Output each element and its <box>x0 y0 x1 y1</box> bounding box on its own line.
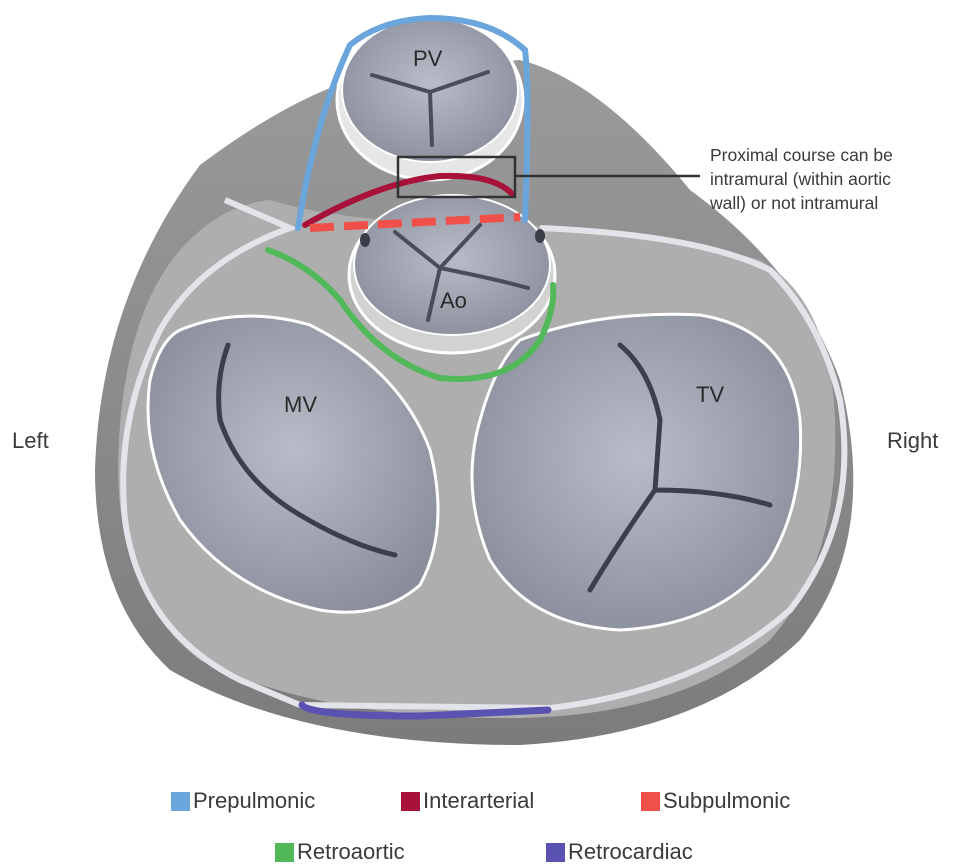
legend-retroaortic-label: Retroaortic <box>297 839 405 865</box>
legend-interarterial-label: Interarterial <box>423 788 534 814</box>
annotation-line-1: Proximal course can be <box>710 143 945 167</box>
legend-prepulmonic-label: Prepulmonic <box>193 788 315 814</box>
intramural-annotation: Proximal course can be intramural (withi… <box>710 143 945 215</box>
legend-prepulmonic: Prepulmonic <box>171 788 315 814</box>
right-side-label: Right <box>887 428 938 454</box>
legend-retroaortic: Retroaortic <box>275 839 405 865</box>
pulmonary-valve <box>337 18 523 180</box>
coronary-ostium-left <box>360 233 370 247</box>
mv-label: MV <box>284 392 317 417</box>
annotation-line-3: wall) or not intramural <box>710 191 945 215</box>
pv-label: PV <box>413 46 443 71</box>
subpulmonic-swatch <box>641 792 660 811</box>
retrocardiac-swatch <box>546 843 565 862</box>
coronary-ostium-right <box>535 229 545 243</box>
tv-label: TV <box>696 382 724 407</box>
legend-subpulmonic: Subpulmonic <box>641 788 790 814</box>
left-side-label: Left <box>12 428 49 454</box>
interarterial-swatch <box>401 792 420 811</box>
annotation-line-2: intramural (within aortic <box>710 167 945 191</box>
ao-label: Ao <box>440 288 467 313</box>
retroaortic-swatch <box>275 843 294 862</box>
legend-retrocardiac: Retrocardiac <box>546 839 693 865</box>
legend-interarterial: Interarterial <box>401 788 534 814</box>
prepulmonic-swatch <box>171 792 190 811</box>
legend-retrocardiac-label: Retrocardiac <box>568 839 693 865</box>
legend-subpulmonic-label: Subpulmonic <box>663 788 790 814</box>
